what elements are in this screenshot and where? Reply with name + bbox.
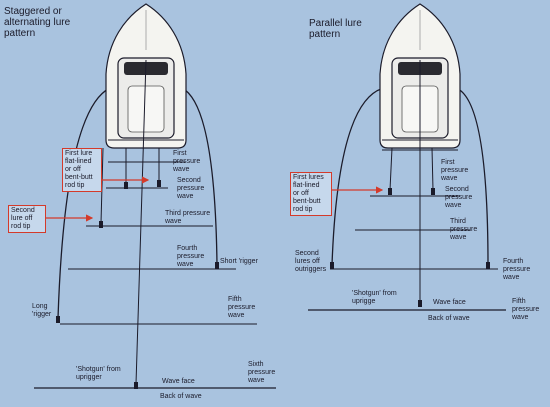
right-lure-port-outrigger bbox=[330, 262, 334, 269]
left-port-outrigger bbox=[57, 87, 111, 319]
right-line-1 bbox=[389, 147, 393, 191]
right-label-back-of-wave: Back of wave bbox=[428, 315, 470, 322]
right-label-fifth-pressure: Fifth pressure wave bbox=[512, 298, 540, 321]
left-lure-short-rigger bbox=[215, 262, 219, 269]
left-label-second-pressure: Second pressure wave bbox=[177, 177, 205, 200]
left-label-wave-face: Wave face bbox=[162, 378, 195, 385]
left-callout-second-lure: Second lure off rod tip bbox=[8, 205, 46, 233]
left-title: Staggered or alternating lure pattern bbox=[4, 6, 71, 39]
left-lure-2 bbox=[157, 180, 161, 187]
right-label-third-pressure: Third pressure wave bbox=[450, 218, 478, 241]
right-diagram bbox=[308, 3, 506, 311]
left-shotgun-line bbox=[135, 59, 147, 385]
right-label-second-lures: Second lures off outriggers bbox=[295, 250, 327, 273]
left-label-long-rigger: Long 'rigger bbox=[32, 303, 52, 318]
left-callout-first-lure: First lure flat-lined or off bent-butt r… bbox=[62, 148, 102, 192]
left-diagram bbox=[34, 3, 276, 389]
left-label-short-rigger: Short 'rigger bbox=[220, 258, 258, 265]
right-port-outrigger bbox=[331, 87, 385, 266]
right-line-2 bbox=[431, 147, 434, 191]
right-lure-1 bbox=[388, 188, 392, 195]
left-lure-shotgun bbox=[134, 382, 138, 389]
right-lure-shotgun bbox=[418, 300, 422, 307]
right-label-second-pressure: Second pressure wave bbox=[445, 186, 473, 209]
right-title: Parallel lure pattern bbox=[309, 18, 362, 40]
right-callout-first-lures: First lures flat-lined or off bent-butt … bbox=[290, 172, 332, 216]
left-boat-console bbox=[127, 85, 165, 133]
right-lure-starboard-outrigger bbox=[486, 262, 490, 269]
right-label-fourth-pressure: Fourth pressure wave bbox=[503, 258, 531, 281]
left-label-sixth-pressure: Sixth pressure wave bbox=[248, 361, 276, 384]
left-label-fourth-pressure: Fourth pressure wave bbox=[177, 245, 205, 268]
right-label-first-pressure: First pressure wave bbox=[441, 159, 469, 182]
right-starboard-outrigger bbox=[455, 87, 489, 266]
right-label-wave-face: Wave face bbox=[433, 299, 466, 306]
left-line-3 bbox=[100, 147, 104, 224]
left-lure-long-rigger bbox=[56, 316, 60, 323]
left-lure-1 bbox=[124, 182, 128, 189]
left-lure-3 bbox=[99, 221, 103, 228]
left-label-third-pressure: Third pressure wave bbox=[165, 210, 211, 225]
left-starboard-outrigger bbox=[181, 87, 218, 266]
left-label-fifth-pressure: Fifth pressure wave bbox=[228, 296, 256, 319]
left-label-back-of-wave: Back of wave bbox=[160, 393, 202, 400]
left-label-shotgun: 'Shotgun' from uprigger bbox=[76, 366, 121, 381]
right-label-shotgun: 'Shotgun' from uprigge bbox=[352, 290, 397, 305]
left-label-first-pressure: First pressure wave bbox=[173, 150, 201, 173]
right-lure-2 bbox=[431, 188, 435, 195]
